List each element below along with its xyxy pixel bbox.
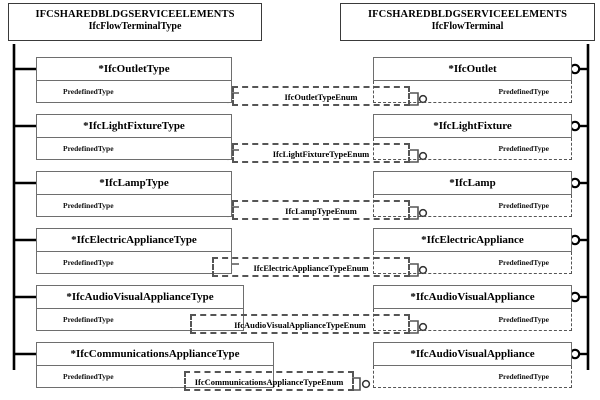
entity-title-left-2: *IfcLightFixtureType: [36, 114, 232, 138]
schema-header-left-name: IFCSHAREDBLDGSERVICEELEMENTS: [35, 9, 235, 20]
schema-header-right: IFCSHAREDBLDGSERVICEELEMENTS IfcFlowTerm…: [340, 3, 595, 41]
entity-box-right-1[interactable]: *IfcOutlet PredefinedType: [373, 57, 572, 103]
entity-box-right-4[interactable]: *IfcElectricAppliance PredefinedType: [373, 228, 572, 274]
entity-box-right-3[interactable]: *IfcLamp PredefinedType: [373, 171, 572, 217]
enum-box-6[interactable]: IfcCommunicationsApplianceTypeEnum: [184, 371, 354, 391]
entity-title-left-4: *IfcElectricApplianceType: [36, 228, 232, 252]
entity-attribute-left-4: PredefinedType: [36, 252, 232, 274]
entity-box-left-2[interactable]: *IfcLightFixtureType PredefinedType: [36, 114, 232, 160]
schema-header-left: IFCSHAREDBLDGSERVICEELEMENTS IfcFlowTerm…: [8, 3, 262, 41]
enum-box-4[interactable]: IfcElectricApplianceTypeEnum: [212, 257, 410, 277]
entity-title-left-5: *IfcAudioVisualApplianceType: [36, 285, 244, 309]
right-subtype-circle-4: [569, 234, 581, 246]
entity-attribute-left-3: PredefinedType: [36, 195, 232, 217]
schema-header-left-entity: IfcFlowTerminalType: [88, 21, 182, 32]
right-subtype-circle-1: [569, 63, 581, 75]
entity-attribute-right-5: PredefinedType: [373, 309, 572, 331]
entity-title-left-1: *IfcOutletType: [36, 57, 232, 81]
enum-box-2[interactable]: IfcLightFixtureTypeEnum: [232, 143, 410, 163]
entity-box-right-6[interactable]: *IfcAudioVisualAppliance PredefinedType: [373, 342, 572, 388]
entity-box-right-2[interactable]: *IfcLightFixture PredefinedType: [373, 114, 572, 160]
entity-title-right-5: *IfcAudioVisualAppliance: [373, 285, 572, 309]
entity-attribute-right-2: PredefinedType: [373, 138, 572, 160]
entity-title-right-6: *IfcAudioVisualAppliance: [373, 342, 572, 366]
entity-title-right-3: *IfcLamp: [373, 171, 572, 195]
right-subtype-circle-6: [569, 348, 581, 360]
entity-title-left-3: *IfcLampType: [36, 171, 232, 195]
enum-box-1[interactable]: IfcOutletTypeEnum: [232, 86, 410, 106]
entity-attribute-right-6: PredefinedType: [373, 366, 572, 388]
enum-box-3[interactable]: IfcLampTypeEnum: [232, 200, 410, 220]
entity-box-left-4[interactable]: *IfcElectricApplianceType PredefinedType: [36, 228, 232, 274]
entity-title-right-1: *IfcOutlet: [373, 57, 572, 81]
enum-box-5[interactable]: IfcAudioVisualApplianceTypeEnum: [190, 314, 410, 334]
entity-title-right-4: *IfcElectricAppliance: [373, 228, 572, 252]
right-attr-circle-6: [361, 379, 371, 389]
entity-attribute-left-2: PredefinedType: [36, 138, 232, 160]
entity-box-left-1[interactable]: *IfcOutletType PredefinedType: [36, 57, 232, 103]
entity-title-left-6: *IfcCommunicationsApplianceType: [36, 342, 274, 366]
entity-title-right-2: *IfcLightFixture: [373, 114, 572, 138]
entity-attribute-left-1: PredefinedType: [36, 81, 232, 103]
right-subtype-circle-5: [569, 291, 581, 303]
schema-header-right-entity: IfcFlowTerminal: [431, 21, 504, 32]
schema-header-right-name: IFCSHAREDBLDGSERVICEELEMENTS: [367, 9, 568, 20]
right-subtype-circle-2: [569, 120, 581, 132]
entity-attribute-right-4: PredefinedType: [373, 252, 572, 274]
entity-box-right-5[interactable]: *IfcAudioVisualAppliance PredefinedType: [373, 285, 572, 331]
right-subtype-circle-3: [569, 177, 581, 189]
entity-box-left-3[interactable]: *IfcLampType PredefinedType: [36, 171, 232, 217]
entity-attribute-right-3: PredefinedType: [373, 195, 572, 217]
entity-attribute-right-1: PredefinedType: [373, 81, 572, 103]
